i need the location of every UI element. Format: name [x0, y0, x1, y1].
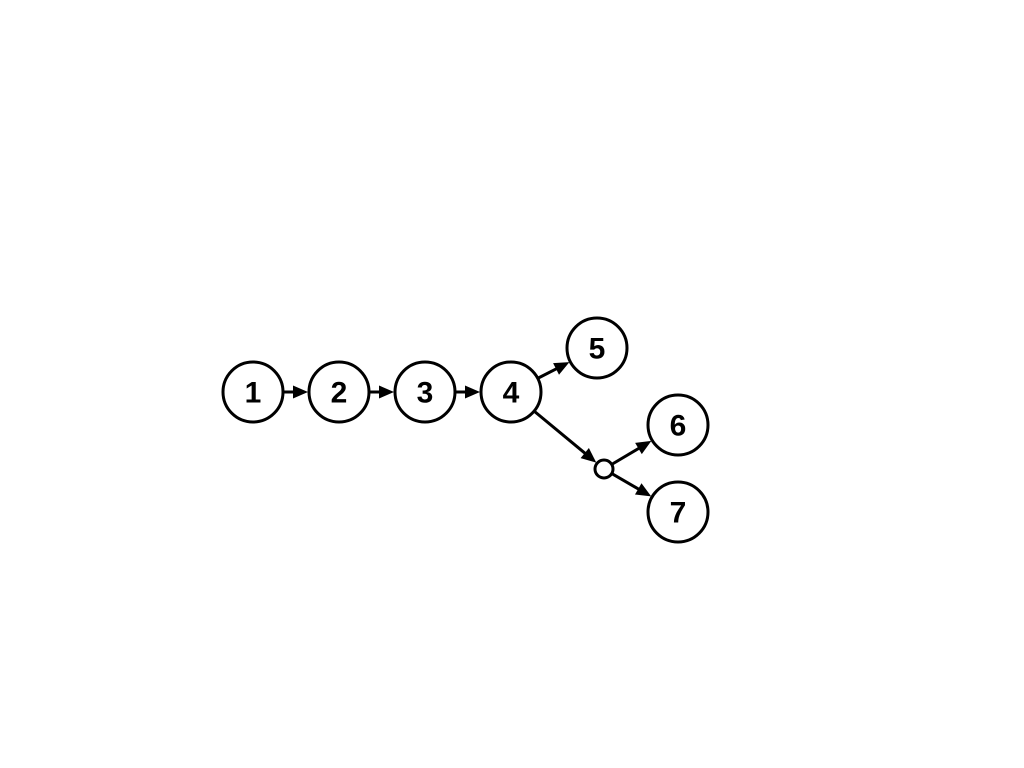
arrowhead-icon: [379, 385, 394, 399]
node-circle: [307, 360, 371, 424]
node-label: 6: [670, 410, 687, 443]
edge-line: [611, 446, 641, 466]
node-label: 1: [245, 377, 262, 410]
arrowhead-icon: [465, 385, 480, 399]
node-5: 5: [565, 316, 629, 380]
edge-j1-to-n6: [611, 440, 652, 466]
node-label: 2: [331, 377, 348, 410]
edge-line: [537, 366, 559, 380]
node-3: 3: [393, 360, 457, 424]
node-1: 1: [221, 360, 285, 424]
nodes-layer: 1 2 3 4 5 6 7: [221, 316, 710, 544]
node-6: 6: [646, 393, 710, 457]
node-label: 5: [589, 333, 606, 366]
node-circle: [646, 480, 710, 544]
edge-line: [611, 472, 641, 492]
node-circle: [646, 393, 710, 457]
arrowhead-icon: [635, 440, 652, 455]
node-label: 3: [417, 377, 434, 410]
node-circle: [221, 360, 285, 424]
node-label: 7: [670, 497, 687, 530]
node-4: 4: [479, 360, 543, 424]
junction-node: [593, 458, 615, 480]
arrowhead-icon: [634, 483, 652, 497]
edge-n3-to-n4: [456, 385, 480, 399]
edge-n1-to-n2: [284, 385, 308, 399]
node-circle: [393, 360, 457, 424]
edge-n2-to-n3: [370, 385, 394, 399]
node-2: 2: [307, 360, 371, 424]
arrowhead-icon: [553, 362, 570, 375]
edge-n4-to-j1: [533, 410, 597, 463]
edge-line: [533, 410, 588, 456]
edges-layer: [284, 362, 652, 497]
edge-n4-to-n5: [537, 362, 570, 380]
node-label: 4: [503, 377, 520, 410]
arrowhead-icon: [293, 385, 308, 399]
node-7: 7: [646, 480, 710, 544]
node-circle: [479, 360, 543, 424]
edge-j1-to-n7: [611, 472, 652, 497]
node-circle: [565, 316, 629, 380]
arrowhead-icon: [580, 448, 597, 463]
